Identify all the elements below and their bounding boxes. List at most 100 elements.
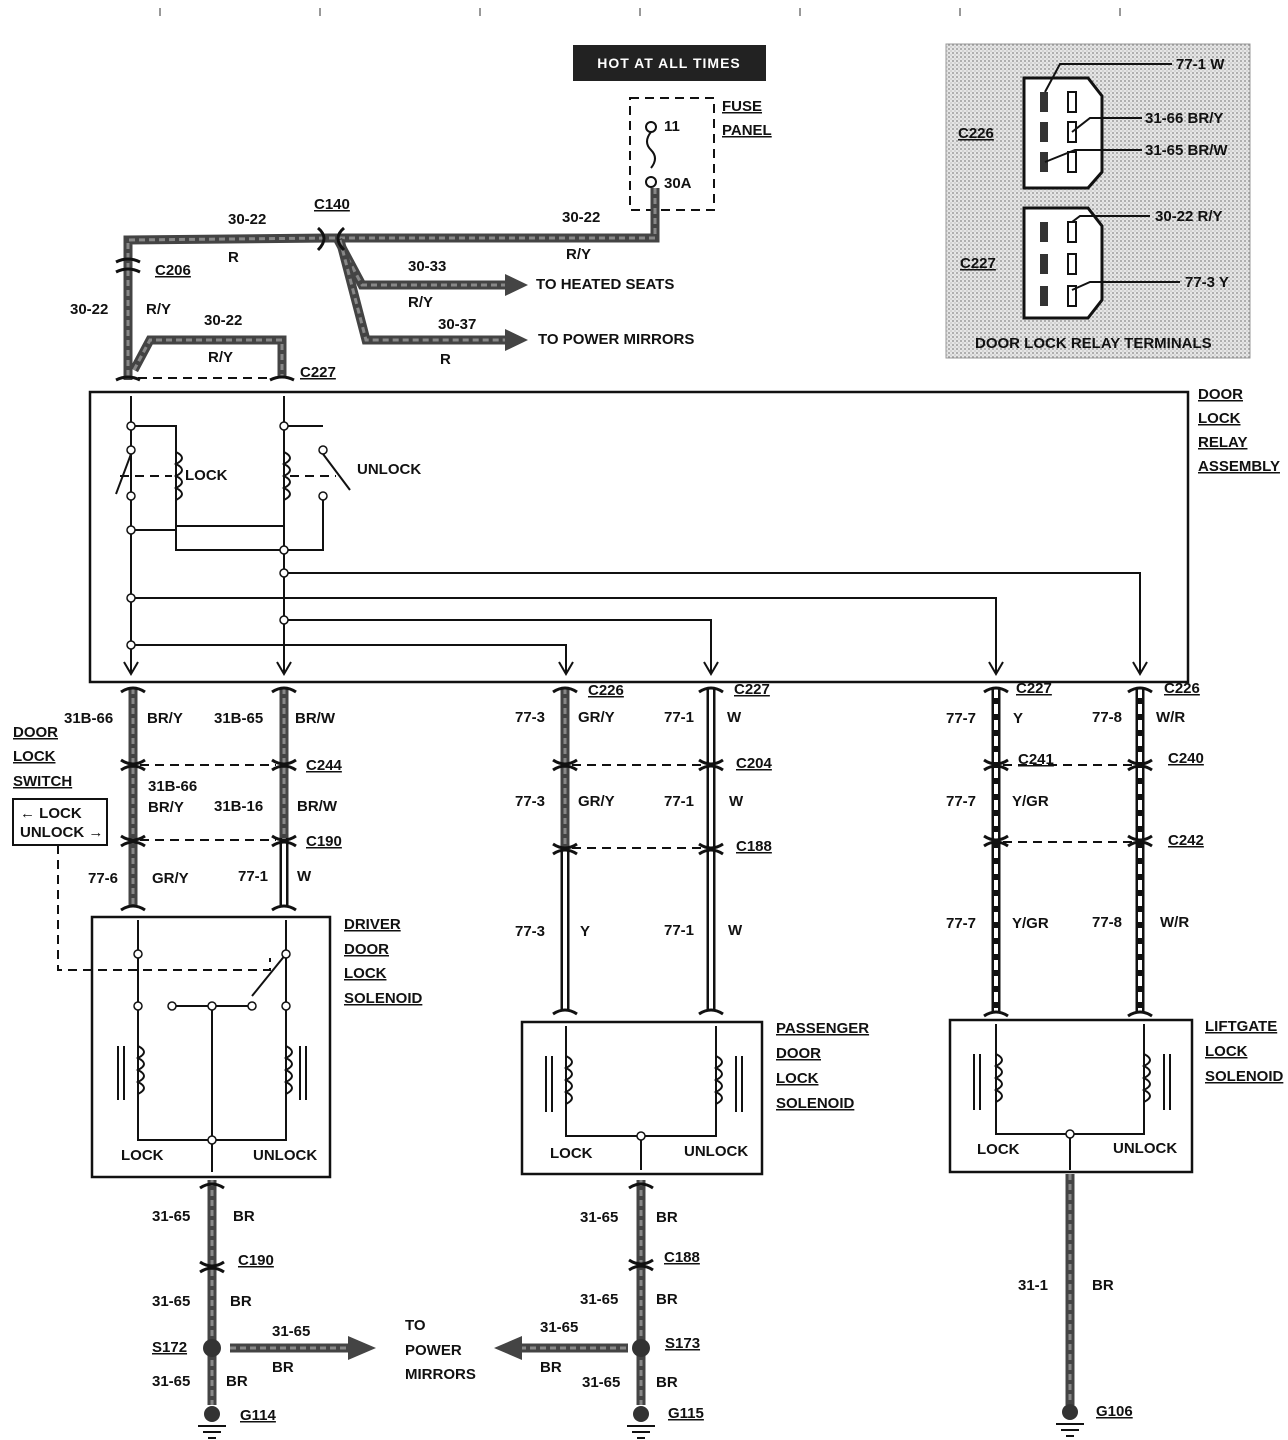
connector-c227-top: C227 xyxy=(300,364,336,381)
pass-g3-color: BR xyxy=(656,1374,678,1391)
fuse-panel: 11 30A FUSE PANEL xyxy=(629,97,772,211)
driver-b2-circuit: 31B-16 xyxy=(214,798,263,815)
driver-b3-circuit: 77-1 xyxy=(238,868,268,885)
connector-c242: C242 xyxy=(1168,832,1204,849)
switch-title-3: SWITCH xyxy=(13,773,72,790)
connector-c188-bottom: C188 xyxy=(664,1249,700,1266)
arrow-left-icon xyxy=(494,1336,522,1360)
lift-b1-circuit: 77-8 xyxy=(1092,709,1122,726)
c227-pin-1: 30-22 R/Y xyxy=(1155,208,1223,225)
lift-lock-coil-icon xyxy=(993,1053,1003,1103)
pass-a1-color: GR/Y xyxy=(578,709,615,726)
fuse-terminal-icon xyxy=(645,121,657,133)
feed-wiring xyxy=(115,188,660,382)
relay-terminals-inset: 77-1 W 31-66 BR/Y 31-65 BR/W 30-22 R/Y 7… xyxy=(945,43,1251,359)
lift-a1-circuit: 77-7 xyxy=(946,710,976,727)
splice-icon xyxy=(632,1339,650,1357)
inset-title: DOOR LOCK RELAY TERMINALS xyxy=(975,335,1212,352)
driver-sol-lock: LOCK xyxy=(121,1147,164,1164)
pass-a2-circuit: 77-3 xyxy=(515,793,545,810)
jumper-color: R/Y xyxy=(208,349,233,366)
driver-ground-path: 31-65 BR C190 31-65 BR S172 31-65 BR 31-… xyxy=(152,1180,376,1439)
driver-sol-unlock: UNLOCK xyxy=(253,1147,317,1164)
ground-icon xyxy=(1062,1404,1078,1420)
lift-sol-lock: LOCK xyxy=(977,1141,1020,1158)
page-tick-marks xyxy=(159,8,1121,16)
driver-lock-coil-icon xyxy=(135,1045,145,1095)
pass-a3-circuit: 77-3 xyxy=(515,923,545,940)
c226-pin-1: 77-1 W xyxy=(1176,56,1225,73)
relay-lock-label: LOCK xyxy=(185,467,228,484)
driver-b1-circuit: 31B-65 xyxy=(214,710,263,727)
relay-unlock-coil-icon xyxy=(281,451,291,501)
connector-c204: C204 xyxy=(736,755,773,772)
connector-c241: C241 xyxy=(1018,751,1054,768)
fuse-panel-title-1: FUSE xyxy=(722,98,762,115)
door-lock-switch: DOOR LOCK SWITCH ← LOCK UNLOCK → xyxy=(12,724,271,971)
arrow-right-icon xyxy=(505,274,528,296)
lift-a2-circuit: 77-7 xyxy=(946,793,976,810)
connector-icon xyxy=(115,257,141,274)
inset-c227: C227 xyxy=(960,255,996,272)
pass-sol-title-3: LOCK xyxy=(776,1070,819,1087)
pass-sol-title-4: SOLENOID xyxy=(776,1095,855,1112)
connector-glyph-icon xyxy=(120,686,1153,1018)
pass-a1-circuit: 77-3 xyxy=(515,709,545,726)
c226-connector-icon xyxy=(1022,76,1104,190)
relay-title-4: ASSEMBLY xyxy=(1198,458,1280,475)
connector-c227-right: C227 xyxy=(1016,680,1052,697)
lift-b3-circuit: 77-8 xyxy=(1092,914,1122,931)
connector-c206: C206 xyxy=(155,262,191,279)
driver-unlock-coil-icon xyxy=(283,1045,293,1095)
driver-a1-color: BR/Y xyxy=(147,710,183,727)
lift-a1-color: Y xyxy=(1013,710,1023,727)
hot-label: HOT AT ALL TIMES xyxy=(597,55,741,71)
fuse-rating: 30A xyxy=(664,175,692,192)
feed-color-left: R xyxy=(228,249,239,266)
relay-title-3: RELAY xyxy=(1198,434,1247,451)
driver-g3-color: BR xyxy=(226,1373,248,1390)
lift-sol-title-3: SOLENOID xyxy=(1205,1068,1284,1085)
driver-door-lock-solenoid: DRIVER DOOR LOCK SOLENOID LOCK UNLOCK xyxy=(90,915,423,1179)
switch-title-2: LOCK xyxy=(13,748,56,765)
splice-c140: C140 xyxy=(314,196,350,213)
driver-a3-color: GR/Y xyxy=(152,870,189,887)
connector-c190-bottom: C190 xyxy=(238,1252,274,1269)
lift-sol-title-1: LIFTGATE xyxy=(1205,1018,1277,1035)
connector-c226-mid: C226 xyxy=(588,682,624,699)
mirrors-label-3: MIRRORS xyxy=(405,1366,476,1383)
splice-s172: S172 xyxy=(152,1339,187,1356)
switch-title-1: DOOR xyxy=(13,724,58,741)
driver-sol-title-3: LOCK xyxy=(344,965,387,982)
driver-sol-title-4: SOLENOID xyxy=(344,990,423,1007)
mirrors-color: R xyxy=(440,351,451,368)
door-lock-relay-assembly: DOOR LOCK RELAY ASSEMBLY LOCK UNLOCK xyxy=(88,386,1280,684)
relay-title-2: LOCK xyxy=(1198,410,1241,427)
passenger-door-lock-solenoid: PASSENGER DOOR LOCK SOLENOID LOCK UNLOCK xyxy=(520,1020,869,1176)
connector-c240: C240 xyxy=(1168,750,1204,767)
c227-pin-2: 77-3 Y xyxy=(1185,274,1229,291)
passenger-branch-labels: C226 77-3 GR/Y 77-3 GR/Y 77-3 Y C227 77-… xyxy=(515,681,773,940)
lift-ground-color: BR xyxy=(1092,1277,1114,1294)
driver-g2-circuit: 31-65 xyxy=(152,1293,190,1310)
inset-c226: C226 xyxy=(958,125,994,142)
fuse-panel-title-2: PANEL xyxy=(722,122,772,139)
pass-a2-color: GR/Y xyxy=(578,793,615,810)
driver-b3-color: W xyxy=(297,868,312,885)
heated-color: R/Y xyxy=(408,294,433,311)
pass-mirror-color: BR xyxy=(540,1359,562,1376)
pass-g3-circuit: 31-65 xyxy=(582,1374,620,1391)
feed-circuit-right: 30-22 xyxy=(562,209,600,226)
splice-icon xyxy=(203,1339,221,1357)
lift-a3-circuit: 77-7 xyxy=(946,915,976,932)
driver-mirror-color: BR xyxy=(272,1359,294,1376)
heated-circuit: 30-33 xyxy=(408,258,446,275)
liftgate-lock-solenoid: LIFTGATE LOCK SOLENOID LOCK UNLOCK xyxy=(948,1018,1284,1174)
connector-icon xyxy=(115,375,295,382)
driver-g2-color: BR xyxy=(230,1293,252,1310)
lift-unlock-coil-icon xyxy=(1141,1053,1151,1103)
hot-at-all-times-banner: HOT AT ALL TIMES xyxy=(573,45,766,81)
c226-pin-2: 31-66 BR/Y xyxy=(1145,110,1223,127)
pass-sol-lock: LOCK xyxy=(550,1145,593,1162)
